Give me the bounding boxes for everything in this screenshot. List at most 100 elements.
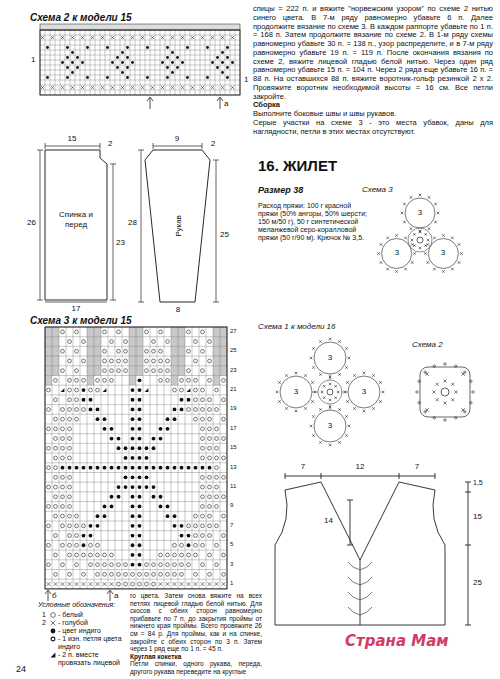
white-stitch-symbol (68, 340, 72, 344)
decrease-area (136, 366, 143, 376)
row-number: 11 (230, 483, 236, 490)
white-stitch-symbol (455, 365, 457, 367)
blue-stitch-symbol (91, 86, 94, 89)
indigo-stitch-symbol (226, 76, 229, 79)
decrease-symbol (103, 388, 107, 392)
white-stitch-symbol (96, 563, 100, 567)
indigo-stitch-symbol (131, 534, 135, 538)
indigo-stitch-symbol (71, 61, 74, 64)
white-stitch-symbol (124, 359, 128, 363)
dimension-label: 15 (473, 512, 482, 521)
indigo-stitch-symbol (131, 553, 135, 557)
white-stitch-symbol (418, 380, 420, 382)
blue-stitch-symbol (81, 86, 84, 89)
indigo-stitch-symbol (124, 485, 128, 489)
row-number: 1 (230, 580, 233, 587)
chart-stroke (185, 30, 186, 95)
indigo-stitch-symbol (145, 446, 149, 450)
piece-outline-shape (145, 150, 210, 302)
blue-stitch-symbol (161, 86, 164, 89)
decrease-area (87, 337, 94, 347)
blue-stitch-symbol (161, 36, 164, 39)
indigo-stitch-symbol (86, 46, 89, 49)
blue-stitch-symbol (395, 270, 398, 273)
white-stitch-symbol (194, 543, 198, 547)
indigo-stitch-symbol (138, 524, 142, 528)
indigo-stitch-symbol (103, 505, 107, 509)
blue-stitch-symbol (372, 374, 375, 377)
chart-stroke (205, 30, 206, 95)
white-stitch-symbol (61, 456, 65, 460)
blue-stitch-symbol (181, 36, 184, 39)
indigo-stitch-symbol (126, 46, 129, 49)
motif-spoke (342, 392, 348, 393)
white-stitch-symbol (201, 330, 205, 334)
blue-stitch-symbol (338, 340, 341, 343)
chart-stroke (66, 327, 67, 589)
blue-stitch-symbol (121, 86, 124, 89)
decrease-area (45, 356, 52, 366)
white-stitch-symbol (96, 543, 100, 547)
white-stitch-symbol (194, 524, 198, 528)
blue-stitch-symbol (345, 415, 348, 418)
blue-stitch-symbol (323, 396, 326, 399)
white-stitch-symbol (208, 572, 212, 576)
white-stitch-symbol (110, 359, 114, 363)
blue-stitch-symbol (461, 408, 465, 412)
blue-stitch-symbol (403, 203, 406, 206)
white-stitch-symbol (201, 446, 205, 450)
chart-stroke (45, 414, 227, 415)
chart-stroke (165, 30, 166, 95)
indigo-stitch-symbol (111, 61, 114, 64)
chart-stroke (125, 30, 126, 95)
white-stitch-symbol (215, 466, 219, 470)
chart-stroke (80, 30, 81, 95)
white-stitch-symbol (68, 553, 72, 557)
chart-stroke (130, 30, 131, 95)
white-stitch-symbol (222, 456, 226, 460)
white-stitch-symbol (117, 349, 121, 353)
white-stitch-symbol (222, 495, 226, 499)
white-stitch-symbol (464, 411, 466, 413)
dimension-label: 1 (31, 55, 35, 64)
legend-entry: - голубой (58, 619, 128, 627)
row-number: 13 (230, 464, 237, 471)
blue-stitch-symbol (75, 582, 79, 586)
blue-stitch-symbol (379, 400, 382, 403)
chart-stroke (90, 30, 91, 95)
white-stitch-symbol (75, 349, 79, 353)
decrease-area (213, 356, 220, 366)
chart-stroke (220, 30, 221, 95)
white-stitch-symbol (201, 398, 205, 402)
white-stitch-symbol (54, 514, 58, 518)
indigo-stitch-symbol (138, 505, 142, 509)
white-stitch-symbol (89, 553, 93, 557)
chart-stroke (40, 30, 240, 95)
blue-stitch-symbol (433, 391, 436, 394)
chart-stroke (40, 65, 240, 66)
decrease-symbol (61, 388, 65, 392)
row-number: 21 (230, 386, 237, 393)
white-stitch-symbol (187, 563, 191, 567)
blue-stitch-symbol (51, 36, 54, 39)
section-heading: Круглая кокетка (130, 653, 262, 661)
white-stitch-symbol (110, 553, 114, 557)
chart-stroke (155, 30, 156, 95)
blue-stitch-symbol (285, 407, 288, 410)
indigo-stitch-symbol (131, 437, 135, 441)
white-stitch-symbol (222, 572, 226, 576)
indigo-stitch-symbol (173, 514, 177, 518)
indigo-stitch-symbol (231, 61, 234, 64)
motif-ring (318, 380, 342, 404)
indigo-stitch-symbol (131, 543, 135, 547)
white-stitch-symbol (159, 378, 163, 382)
white-stitch-symbol (61, 408, 65, 412)
white-stitch-symbol (201, 495, 205, 499)
chart-stroke (105, 30, 106, 95)
white-stitch-symbol (166, 369, 170, 373)
white-stitch-symbol (47, 505, 51, 509)
text-column: спицы = 222 п. и вяжите "норвежским узор… (253, 5, 493, 136)
legend-entry: - белый (58, 611, 128, 619)
dimension-label: а (224, 99, 228, 108)
blue-stitch-symbol (345, 347, 348, 350)
